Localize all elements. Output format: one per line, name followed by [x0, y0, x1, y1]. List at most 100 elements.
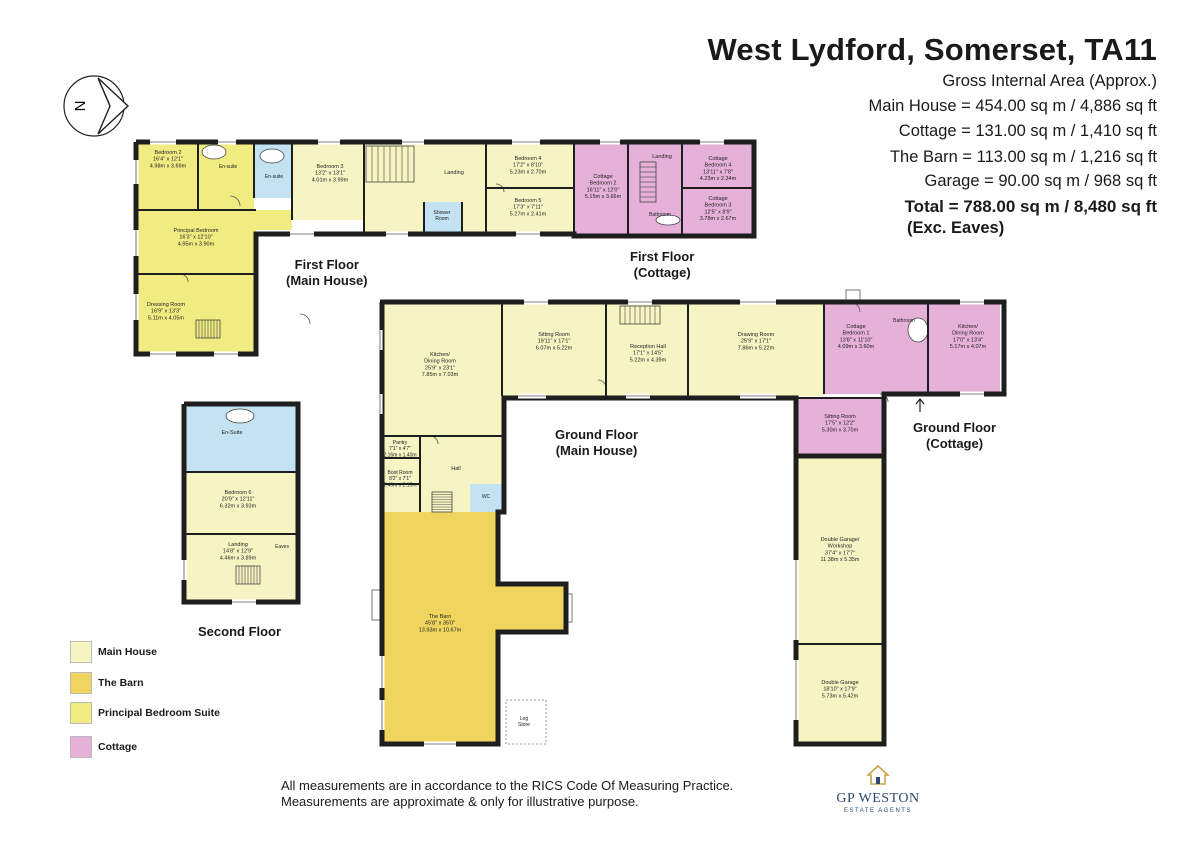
room-label-landing_ff: Landing: [444, 170, 464, 176]
room-label-line: Store: [518, 722, 530, 728]
room-label-line: 45'8" x 35'0": [425, 621, 455, 627]
room-fill: [380, 302, 502, 436]
floor-label-line: Ground Floor: [555, 427, 639, 442]
room-label-line: 37'4" x 17'7": [825, 550, 855, 556]
door-swing: [229, 195, 241, 207]
second-floor-label: Second Floor: [198, 624, 282, 639]
room-label-line: 8'2" x 7'1": [389, 476, 411, 482]
legend-item-barn: The Barn: [70, 672, 144, 694]
room-label-line: Sitting Room: [824, 414, 856, 420]
room-label-line: Drawing Room: [738, 332, 775, 338]
room-label-line: 5.17m x 4.07m: [950, 344, 987, 350]
room-label-line: 5.15m x 3.66m: [585, 194, 622, 200]
room-label-line: 3.78m x 2.67m: [700, 216, 737, 222]
page-title: West Lydford, Somerset, TA11: [707, 32, 1157, 67]
room-label-line: Landing: [444, 170, 464, 176]
first-floor-main-label: First Floor (Main House): [286, 257, 368, 289]
ground-floor-main-label: Ground Floor (Main House): [555, 427, 638, 459]
room-label-line: Kitchen/: [430, 352, 450, 358]
room-label-line: Bedroom 4: [515, 156, 542, 162]
room-label-line: Room: [435, 216, 448, 222]
house-logo-icon: [865, 764, 891, 785]
room-label-line: Landing: [228, 542, 248, 548]
room-label-line: 19'11" x 17'1": [538, 339, 571, 345]
room-label-line: Bathroom: [893, 318, 915, 324]
room-fill: [502, 302, 606, 396]
room-fill: [198, 186, 254, 226]
room-label-line: Landing: [652, 154, 672, 160]
room-label-line: Boot Room: [387, 470, 412, 476]
room-label-line: 7.86m x 5.22m: [738, 345, 775, 351]
walls: [133, 139, 1007, 747]
first-floor-cottage-label: First Floor (Cottage): [630, 249, 694, 281]
room-label-line: 13'11" x 7'8": [703, 169, 733, 175]
disclaimer: All measurements are in accordance to th…: [281, 778, 733, 810]
room-label-line: 5.22m x 4.39m: [630, 357, 667, 363]
area-total: Total = 788.00 sq m / 8,480 sq ft: [904, 197, 1157, 216]
room-label-line: 13'8" x 11'10": [840, 337, 873, 343]
room-label-line: 13'2" x 13'1": [315, 171, 345, 177]
area-cottage: Cottage = 131.00 sq m / 1,410 sq ft: [898, 122, 1157, 140]
room-label-line: Reception Hall: [630, 344, 666, 350]
room-label-line: 5.30m x 3.70m: [822, 427, 859, 433]
room-label-line: Hall: [451, 466, 460, 472]
room-label-hall: Hall: [451, 466, 460, 472]
room-fill: [796, 456, 884, 644]
room-label-line: 6.07m x 5.22m: [536, 345, 573, 351]
room-label-sf_ensuite: En-Suite: [221, 430, 242, 436]
room-label-line: Sitting Room: [538, 332, 570, 338]
room-label-line: Double Garage/: [821, 537, 860, 543]
room-label-line: Bedroom 3: [705, 203, 732, 209]
room-label-line: Bathroom: [649, 212, 671, 218]
room-label-line: 20'9" x 12'11": [222, 497, 255, 503]
legend-label: Cottage: [98, 741, 138, 753]
room-label-line: 4.98m x 3.69m: [150, 163, 187, 169]
area-garage: Garage = 90.00 sq m / 968 sq ft: [924, 172, 1157, 190]
north-compass-icon: N: [63, 75, 130, 137]
room-label-line: 13.93m x 10.67m: [419, 627, 462, 633]
room-fill: [486, 188, 574, 232]
bathtub-icon: [201, 144, 227, 160]
room-label-line: Bedroom 1: [843, 331, 870, 337]
room-label-line: Double Garage: [821, 680, 858, 686]
room-label-line: 4.09m x 3.60m: [838, 344, 875, 350]
compass-letter: N: [72, 101, 89, 112]
room-label-line: En-suite: [265, 174, 284, 180]
door-swing: [495, 183, 505, 193]
room-fill: [796, 398, 884, 456]
room-fill: [256, 210, 292, 230]
disclaimer-line: All measurements are in accordance to th…: [281, 778, 734, 793]
external-wall: [793, 453, 887, 747]
room-label-line: 4.46m x 3.89m: [220, 555, 257, 561]
gia-label: Gross Internal Area (Approx.): [942, 72, 1157, 90]
log-store-outline: [505, 699, 547, 745]
entrance-arrow-icon: [915, 398, 925, 412]
bathtub-icon: [655, 214, 681, 226]
legend-label: Principal Bedroom Suite: [98, 707, 220, 719]
room-label-line: 5.11m x 4.05m: [148, 315, 184, 321]
external-wall: [181, 401, 301, 605]
room-fill: [136, 142, 198, 210]
room-label-line: 17'2" x 8'10": [513, 163, 543, 169]
agent-logo: GP WESTON ESTATE AGENTS: [828, 764, 928, 814]
legend-label: The Barn: [98, 677, 144, 689]
room-label-line: Dining Room: [424, 359, 456, 365]
